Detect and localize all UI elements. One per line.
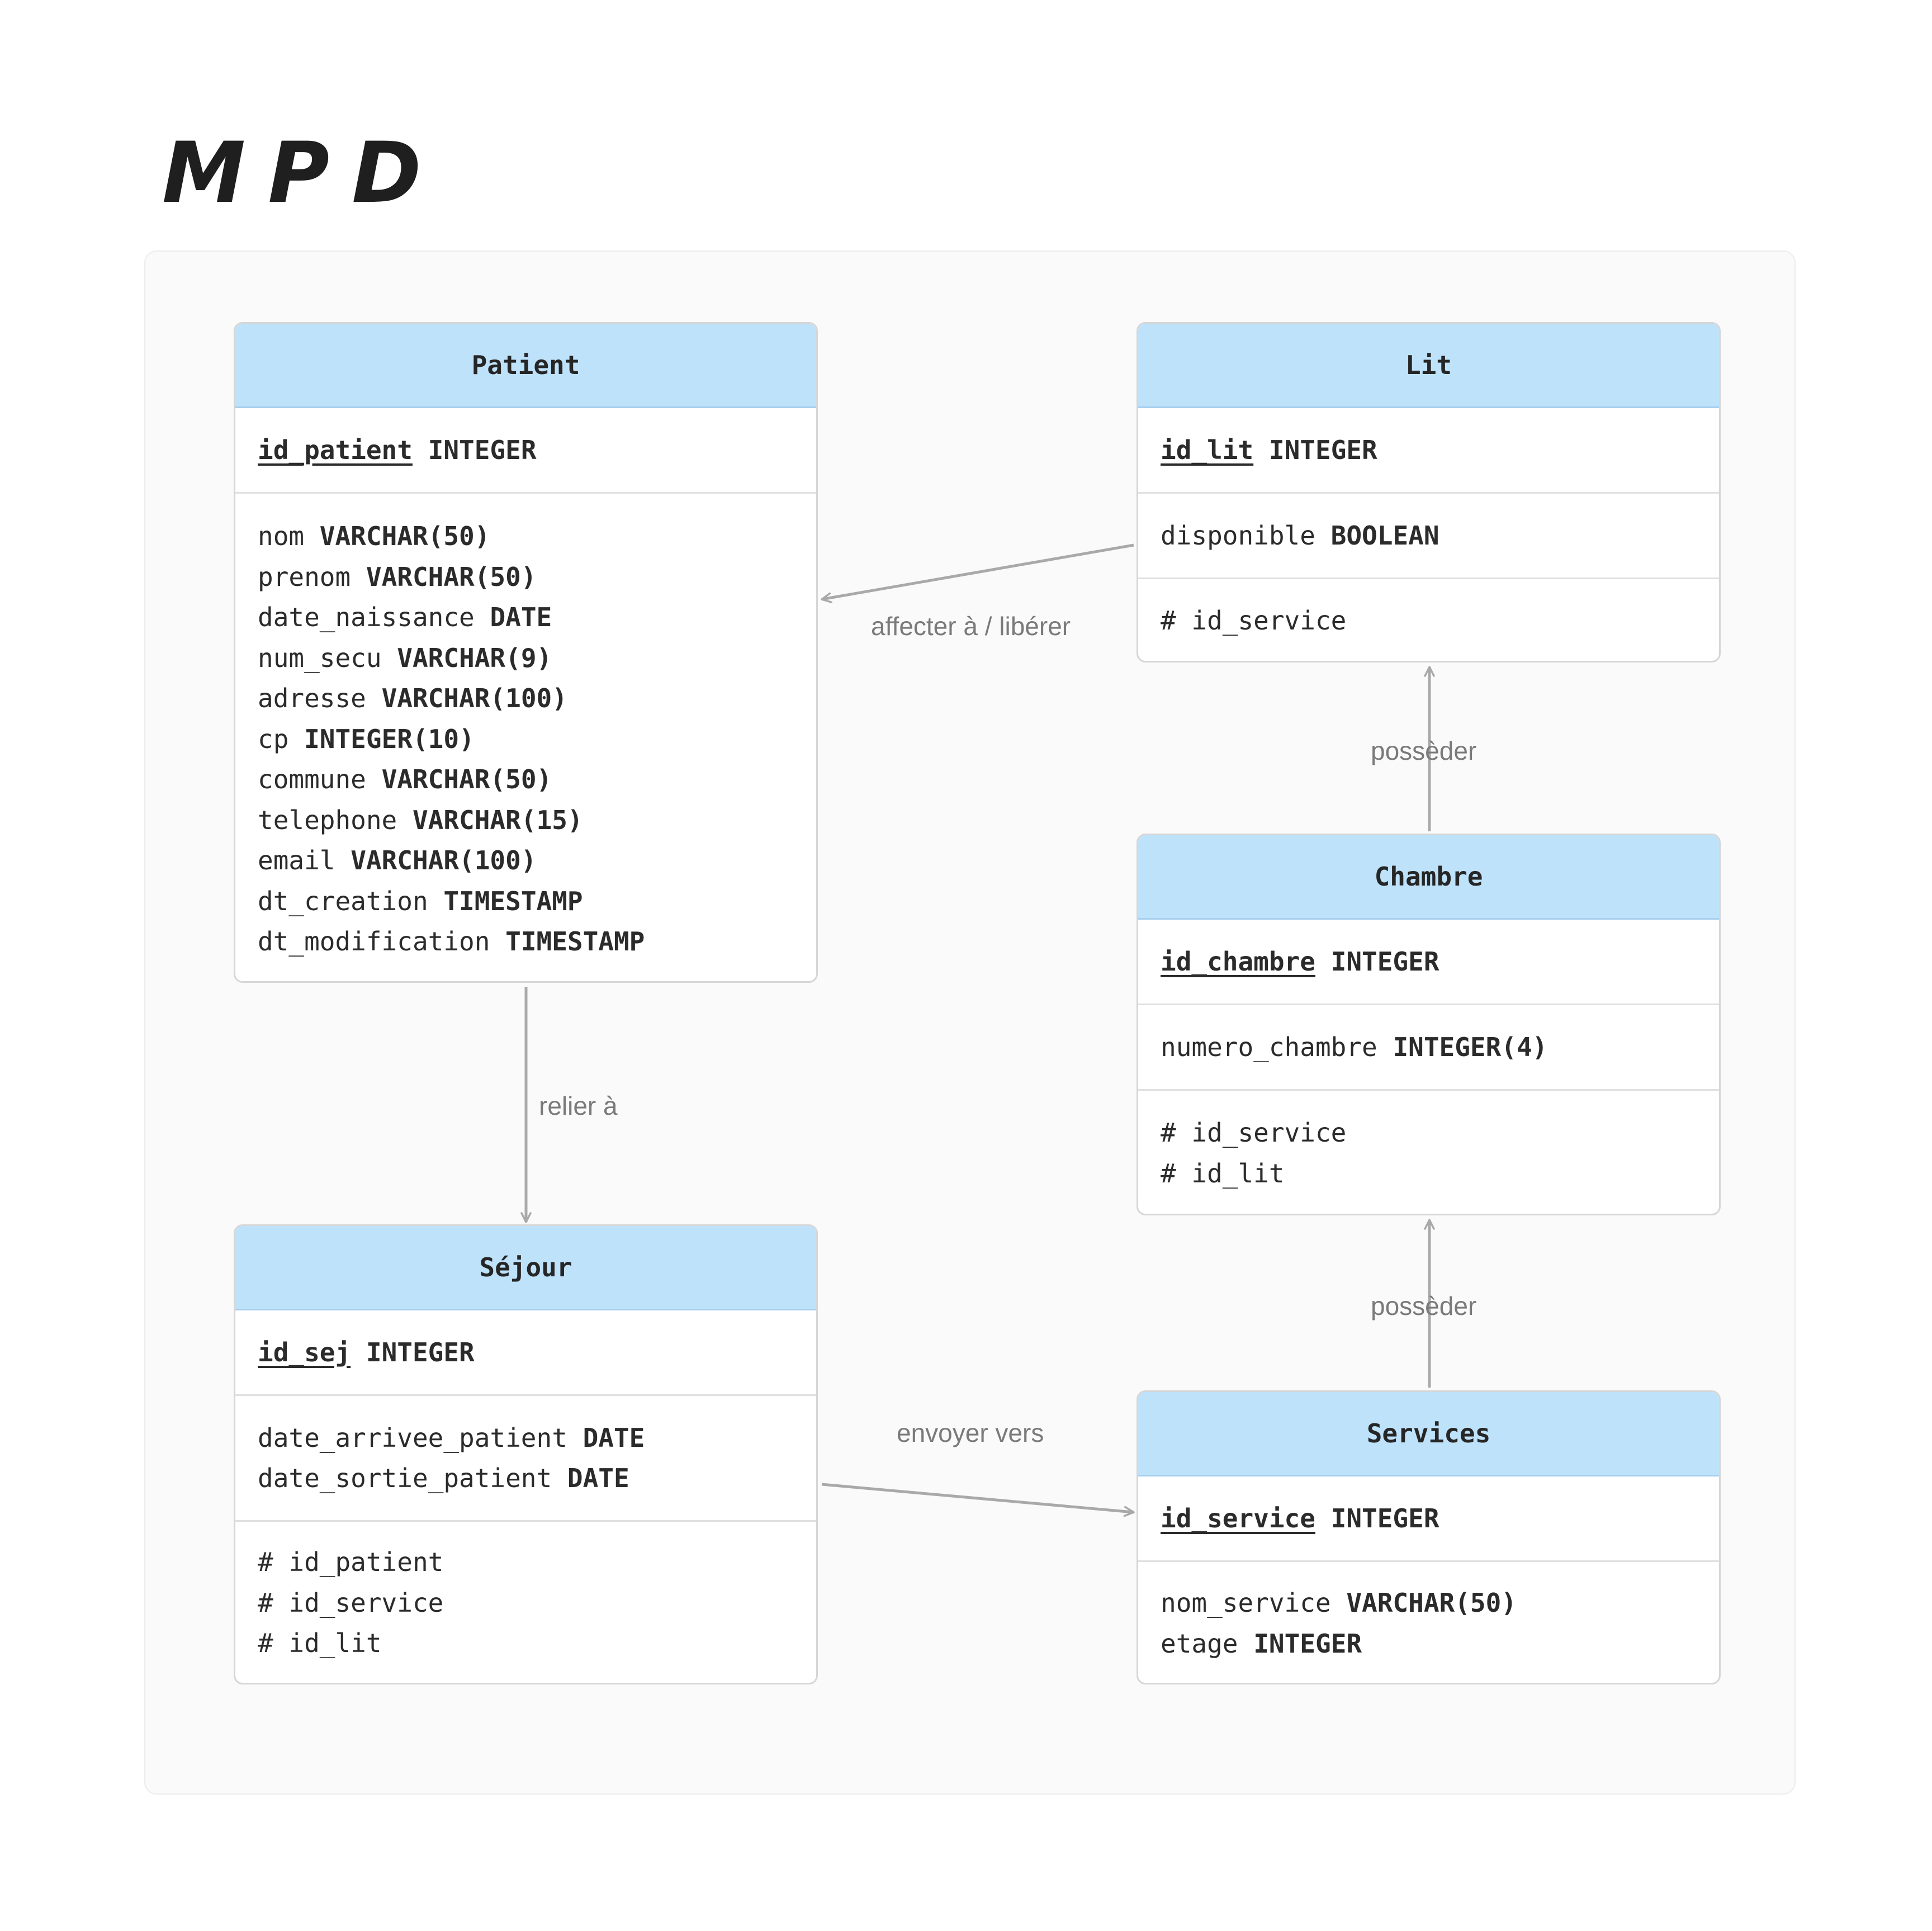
attribute-row: dt_modification TIMESTAMP: [258, 926, 645, 957]
primary-key-section: id_sej INTEGER: [235, 1310, 816, 1396]
connector-lit-patient: [821, 543, 1134, 603]
relationship-label-posseder-services: possèder: [1371, 1291, 1477, 1321]
foreign-key-row: # id_patient: [258, 1547, 444, 1578]
foreign-key-row: # id_service: [1161, 1118, 1347, 1148]
entity-title: Séjour: [235, 1226, 816, 1310]
foreign-keys-section: # id_patient # id_service # id_lit: [235, 1522, 816, 1683]
attribute-row: date_sortie_patient DATE: [258, 1463, 629, 1493]
attributes-section: nom VARCHAR(50) prenom VARCHAR(50) date_…: [235, 494, 816, 981]
primary-key-section: id_service INTEGER: [1138, 1476, 1719, 1562]
attribute-row: adresse VARCHAR(100): [258, 683, 567, 714]
relationship-label-relier: relier à: [539, 1091, 618, 1120]
attribute-row: telephone VARCHAR(15): [258, 804, 583, 835]
foreign-keys-section: # id_service # id_lit: [1138, 1091, 1719, 1214]
attributes-section: disponible BOOLEAN: [1138, 494, 1719, 579]
attribute-row: date_arrivee_patient DATE: [258, 1422, 645, 1453]
attribute-row: cp INTEGER(10): [258, 723, 475, 754]
primary-key-row: id_sej INTEGER: [258, 1337, 475, 1367]
foreign-keys-section: # id_service: [1138, 579, 1719, 661]
foreign-key-row: # id_service: [258, 1587, 444, 1618]
page-title: MPD: [162, 125, 444, 222]
attribute-row: disponible BOOLEAN: [1161, 520, 1439, 551]
attribute-row: dt_creation TIMESTAMP: [258, 886, 583, 916]
relationship-label-posseder-chambre: possèder: [1371, 736, 1477, 765]
entity-title: Lit: [1138, 324, 1719, 408]
attribute-row: nom_service VARCHAR(50): [1161, 1588, 1517, 1618]
entity-sejour: Séjour id_sej INTEGER date_arrivee_patie…: [234, 1224, 818, 1684]
primary-key-section: id_lit INTEGER: [1138, 408, 1719, 494]
attributes-section: nom_service VARCHAR(50) etage INTEGER: [1138, 1562, 1719, 1683]
primary-key-row: id_lit INTEGER: [1161, 434, 1377, 465]
attribute-row: etage INTEGER: [1161, 1628, 1362, 1659]
primary-key-row: id_patient INTEGER: [258, 434, 537, 465]
relationship-label-affecter: affecter à / libérer: [871, 612, 1071, 641]
connector-sejour-services: [821, 1483, 1135, 1517]
primary-key-section: id_patient INTEGER: [235, 408, 816, 494]
relationship-label-envoyer: envoyer vers: [897, 1418, 1044, 1447]
primary-key-section: id_chambre INTEGER: [1138, 920, 1719, 1005]
attribute-row: prenom VARCHAR(50): [258, 561, 537, 592]
entity-services: Services id_service INTEGER nom_service …: [1137, 1390, 1721, 1684]
entity-chambre: Chambre id_chambre INTEGER numero_chambr…: [1137, 834, 1721, 1215]
entity-title: Services: [1138, 1392, 1719, 1476]
entity-title: Patient: [235, 324, 816, 408]
attribute-row: email VARCHAR(100): [258, 845, 537, 876]
primary-key-row: id_service INTEGER: [1161, 1503, 1439, 1534]
attributes-section: numero_chambre INTEGER(4): [1138, 1005, 1719, 1091]
attribute-row: commune VARCHAR(50): [258, 764, 552, 795]
attribute-row: date_naissance DATE: [258, 602, 552, 633]
attributes-section: date_arrivee_patient DATE date_sortie_pa…: [235, 1396, 816, 1522]
foreign-key-row: # id_lit: [258, 1628, 382, 1659]
foreign-key-row: # id_lit: [1161, 1158, 1285, 1189]
attribute-row: numero_chambre INTEGER(4): [1161, 1031, 1548, 1062]
entity-title: Chambre: [1138, 835, 1719, 920]
foreign-key-row: # id_service: [1161, 605, 1347, 636]
primary-key-row: id_chambre INTEGER: [1161, 946, 1439, 977]
attribute-row: nom VARCHAR(50): [258, 521, 490, 552]
attribute-row: num_secu VARCHAR(9): [258, 642, 552, 673]
entity-lit: Lit id_lit INTEGER disponible BOOLEAN # …: [1137, 322, 1721, 662]
entity-patient: Patient id_patient INTEGER nom VARCHAR(5…: [234, 322, 818, 983]
